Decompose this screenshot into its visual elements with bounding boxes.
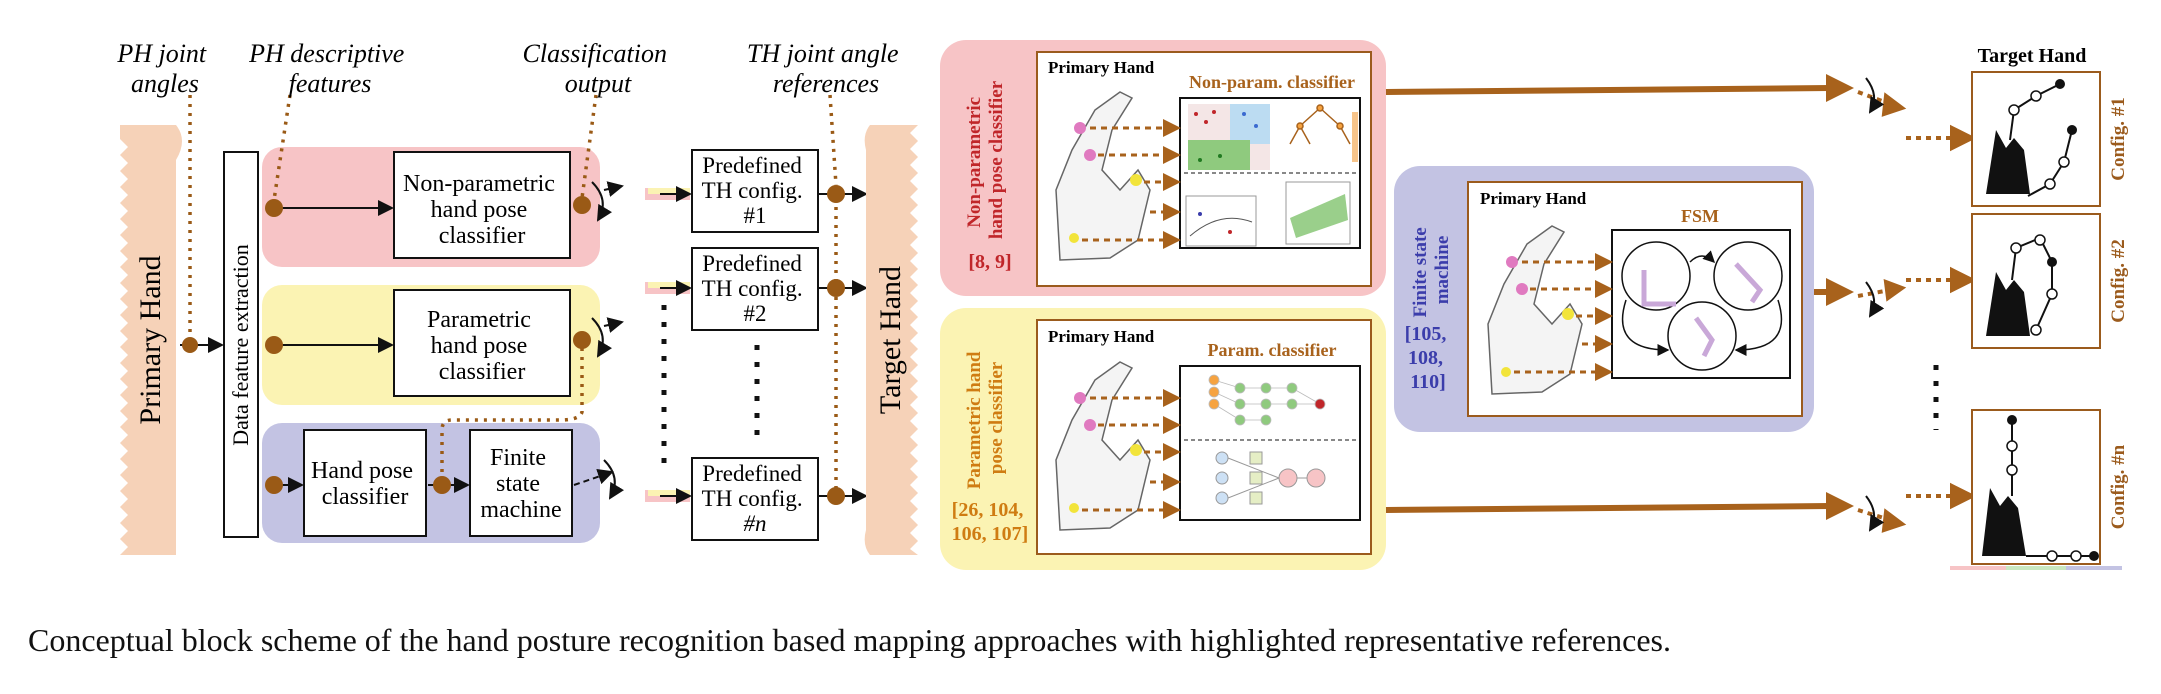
target-hand-label: Target Hand xyxy=(874,266,907,414)
primary-hand-sketch-p xyxy=(1055,361,1151,531)
feature-extraction-label: Data feature extraction xyxy=(228,244,253,446)
target-hand-config-1 xyxy=(1986,79,2077,197)
config-input-tabs xyxy=(645,186,692,504)
fsm-primary-hand: Primary Hand xyxy=(1480,189,1587,208)
fsm-label: Finite state machine xyxy=(480,445,561,523)
param-refs: [26, 104, 106, 107] xyxy=(952,499,1029,545)
neural-network-icon xyxy=(1208,374,1326,426)
hand-pose-classifier-box xyxy=(303,429,427,537)
fsm-title: FSM xyxy=(1681,206,1719,226)
primary-hand-band: Primary Hand xyxy=(120,125,182,555)
param-classifier-box xyxy=(393,289,571,397)
nonparam-classifier-label: Non-parametric hand pose classifier xyxy=(403,171,561,249)
feature-arrows-np xyxy=(1082,119,1181,249)
target-hand-config-n xyxy=(1982,415,2099,562)
svm-plot-icon xyxy=(1185,181,1351,247)
ph-descriptive-features-label: PH descriptive features xyxy=(248,39,411,98)
nonparam-refs: [8, 9] xyxy=(968,251,1011,273)
config-1-label: Predefined TH config. #1 xyxy=(702,153,809,228)
primary-hand-sketch-fsm xyxy=(1487,225,1583,395)
feature-arrows-fsm xyxy=(1514,253,1613,381)
hand-pose-classifier-label: Hand pose classifier xyxy=(311,458,419,510)
config-2-side: Config. #2 xyxy=(2108,239,2129,322)
nonparam-title: Non-param. classifier xyxy=(1189,72,1355,92)
primary-hand-label: Primary Hand xyxy=(134,255,167,424)
target-hand-band: Target Hand xyxy=(864,125,918,555)
nonparam-classifier-box xyxy=(393,151,571,259)
fsm-state-diagram xyxy=(1621,241,1783,371)
param-side-label: Parametric hand pose classifier xyxy=(964,347,1007,489)
block-scheme-diagram: Primary Hand Data feature extraction Non… xyxy=(116,39,2129,570)
config-n-side: Config. #n xyxy=(2108,444,2129,529)
config-2-label: Predefined TH config. #2 xyxy=(702,251,809,326)
mapping-arrows xyxy=(1857,90,1977,533)
config-box-n xyxy=(691,457,819,541)
right-target-hand-title: Target Hand xyxy=(1978,45,2087,67)
arrow-p-to-target xyxy=(1385,503,1831,513)
fsm-box xyxy=(469,429,573,537)
config-box-1 xyxy=(691,149,819,233)
fsm-refs: [105, 108, 110] xyxy=(1405,323,1452,393)
arrow-np-to-target xyxy=(1385,85,1831,95)
fsm-side-label: Finite state machine xyxy=(1410,223,1453,318)
param-title: Param. classifier xyxy=(1208,340,1337,360)
nonparam-side-label: Non-parametric hand pose classifier xyxy=(964,80,1007,239)
feature-extraction-box xyxy=(223,151,259,538)
classification-output-label: Classification output xyxy=(523,39,674,98)
config-1-side: Config. #1 xyxy=(2108,97,2129,180)
config-n-label: Predefined TH config. #n xyxy=(702,461,809,536)
target-hand-config-2 xyxy=(1986,234,2058,336)
primary-hand-sketch-np xyxy=(1055,91,1151,261)
nonparam-scatter-plot xyxy=(1188,104,1270,170)
perceptron-icon xyxy=(1215,451,1326,505)
figure-caption: Conceptual block scheme of the hand post… xyxy=(28,622,1671,658)
nonparam-primary-hand: Primary Hand xyxy=(1048,58,1155,77)
feature-arrows-p xyxy=(1082,389,1181,519)
th-joint-angle-references-label: TH joint angle references xyxy=(747,39,905,98)
config-box-2 xyxy=(691,247,819,331)
decision-tree-icon xyxy=(1289,104,1358,162)
param-classifier-label: Parametric hand pose classifier xyxy=(427,307,537,385)
ph-joint-angles-label: PH joint angles xyxy=(116,39,212,98)
param-primary-hand: Primary Hand xyxy=(1048,327,1155,346)
